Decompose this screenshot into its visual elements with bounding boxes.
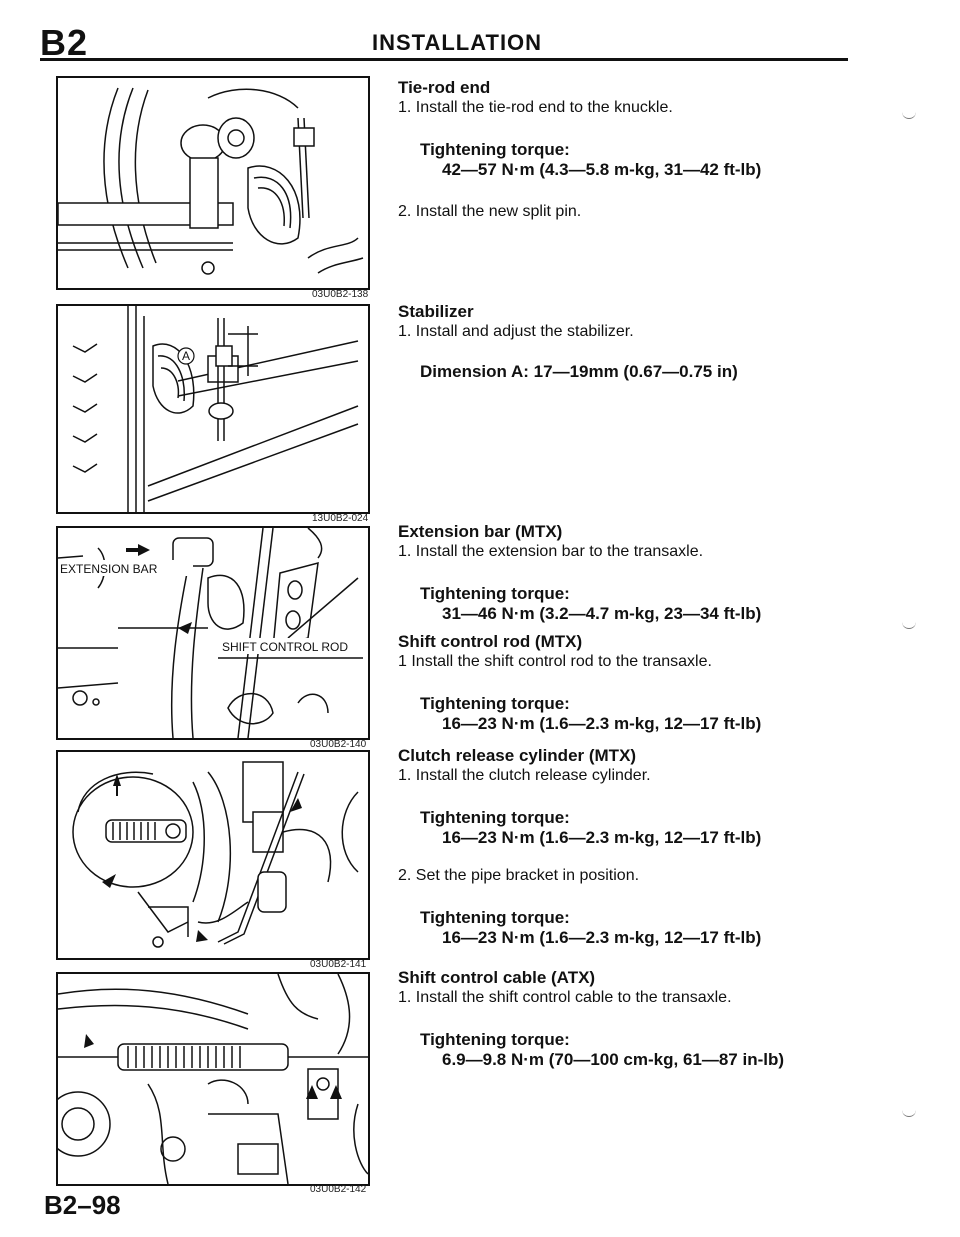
header-rule [40,58,848,61]
figure-tie-rod-end [56,76,370,290]
section-code: B2 [40,22,89,63]
arrow-icon [306,1085,318,1099]
step-text: 1. Install the clutch release cylinder. [398,767,651,784]
figure-code: 03U0B2-138 [312,289,369,300]
section-shift-control-rod: Shift control rod (MTX) 1 Install the sh… [398,632,898,734]
shift-cable-illustration [58,974,368,1184]
torque-label: Tightening torque: [420,808,570,827]
torque-label: Tightening torque: [420,584,570,603]
torque-label: Tightening torque: [420,694,570,713]
figure-code: 13U0B2-024 [312,513,369,524]
step-text: 2. Install the new split pin. [398,203,582,220]
step-text: 1. Install the shift control cable to th… [398,989,732,1006]
dimension-a-label: A [182,349,190,363]
section-extension-bar: Extension bar (MTX) 1. Install the exten… [398,522,898,624]
torque-label: Tightening torque: [420,140,570,159]
section-shift-control-cable: Shift control cable (ATX) 1. Install the… [398,968,898,1070]
stabilizer-illustration: A [72,306,359,512]
label-shift-control-rod: SHIFT CONTROL ROD [222,640,348,654]
section-title: Stabilizer [398,302,474,321]
section-stabilizer: Stabilizer 1. Install and adjust the sta… [398,302,898,382]
torque-value: 16—23 N·m (1.6—2.3 m-kg, 12—17 ft-lb) [442,714,762,733]
scan-mark [902,1110,916,1117]
section-title: Shift control cable (ATX) [398,968,596,987]
section-title: Tie-rod end [398,78,491,97]
step-text: 1. Install the extension bar to the tran… [398,543,704,560]
tie-rod-illustration [58,87,364,275]
arrow-icon [84,1034,94,1048]
arrow-icon [290,798,302,812]
clutch-cylinder-illustration [72,761,359,948]
section-clutch-release-cylinder: Clutch release cylinder (MTX) 1. Install… [398,746,898,948]
torque-value: 16—23 N·m (1.6—2.3 m-kg, 12—17 ft-lb) [442,828,762,847]
torque-label: Tightening torque: [420,1030,570,1049]
figure-clutch-release-cylinder [56,750,370,960]
step-text: 2. Set the pipe bracket in position. [398,867,640,884]
step-text: 1. Install the tie-rod end to the knuckl… [398,99,673,116]
dimension-value: Dimension A: 17—19mm (0.67—0.75 in) [420,362,738,381]
torque-value: 6.9—9.8 N·m (70—100 cm-kg, 61—87 in-lb) [442,1050,785,1069]
arrow-icon [102,874,116,888]
page-number: B2–98 [44,1190,121,1220]
step-text: 1 Install the shift control rod to the t… [398,653,712,670]
figure-extension-bar: EXTENSION BAR SHIFT CONTROL ROD [56,526,370,740]
scan-mark [902,112,916,119]
torque-value: 16—23 N·m (1.6—2.3 m-kg, 12—17 ft-lb) [442,928,762,947]
figure-code: 03U0B2-142 [310,1184,367,1195]
arrow-icon [126,544,150,556]
figure-code: 03U0B2-141 [310,959,367,970]
section-title: Clutch release cylinder (MTX) [398,746,637,765]
torque-value: 31—46 N·m (3.2—4.7 m-kg, 23—34 ft-lb) [442,604,762,623]
figure-shift-control-cable [56,972,370,1186]
torque-label: Tightening torque: [420,908,570,927]
section-title: Shift control rod (MTX) [398,632,583,651]
section-tie-rod-end: Tie-rod end 1. Install the tie-rod end t… [398,78,898,222]
figure-code: 03U0B2-140 [310,739,367,750]
label-extension-bar: EXTENSION BAR [60,562,158,576]
arrow-icon [196,930,208,942]
figure-stabilizer: A [56,304,370,514]
arrow-icon [330,1085,342,1099]
arrow-icon [113,774,121,796]
step-text: 1. Install and adjust the stabilizer. [398,323,634,340]
section-title: Extension bar (MTX) [398,522,563,541]
scan-mark [902,622,916,629]
torque-value: 42—57 N·m (4.3—5.8 m-kg, 31—42 ft-lb) [442,160,762,179]
page-title: INSTALLATION [372,30,543,55]
arrow-icon [178,622,192,634]
extension-bar-illustration: EXTENSION BAR SHIFT CONTROL ROD [58,528,368,738]
